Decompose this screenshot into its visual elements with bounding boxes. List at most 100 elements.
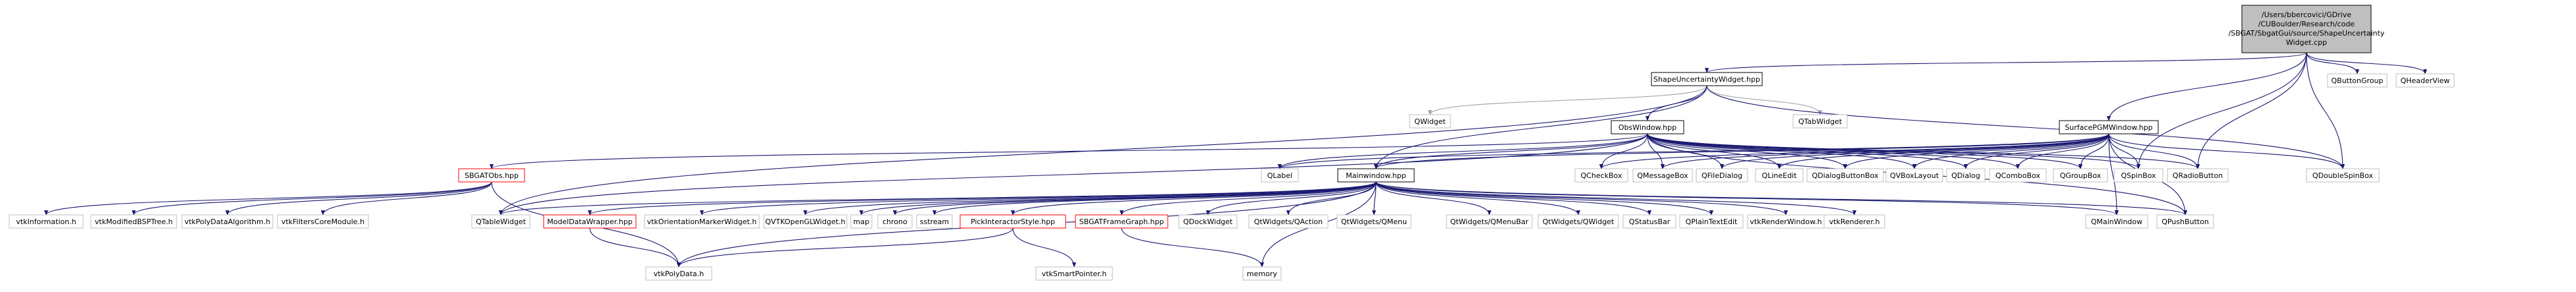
node-qtablewidget[interactable]: QTableWidget <box>471 214 530 229</box>
node-label: QMessageBox <box>1637 171 1688 180</box>
node-qradiobutton[interactable]: QRadioButton <box>2167 168 2229 183</box>
node-qvboxlayout[interactable]: QVBoxLayout <box>1885 168 1943 183</box>
node-label: QWidget <box>1414 117 1446 126</box>
node-vtksmartpointer[interactable]: vtkSmartPointer.h <box>1035 266 1113 281</box>
node-box <box>1336 214 1412 229</box>
node-qdockwidget[interactable]: QDockWidget <box>1178 214 1238 229</box>
node-surfacepgm[interactable]: SurfacePGMWindow.hpp <box>2059 120 2159 134</box>
node-label: vtkFiltersCoreModule.h <box>281 218 364 226</box>
node-box <box>1537 214 1619 229</box>
edge-root-to-qdoublespinbox <box>2306 52 2345 169</box>
node-box <box>2059 120 2159 134</box>
node-vtkorientation[interactable]: vtkOrientationMarkerWidget.h <box>644 214 760 229</box>
node-qmenu[interactable]: QtWidgets/QMenu <box>1336 214 1412 229</box>
node-label: vtkPolyData.h <box>654 270 704 278</box>
node-label: vtkRenderWindow.h <box>1750 218 1821 226</box>
edge-mainwindow-to-qplaintextedit <box>1375 181 1713 216</box>
node-vtkpolydataalg[interactable]: vtkPolyDataAlgorithm.h <box>181 214 273 229</box>
node-box <box>2053 168 2108 183</box>
node-modeldatawrapper[interactable]: ModelDataWrapper.hpp <box>543 214 637 229</box>
node-obswindow[interactable]: ObsWindow.hpp <box>1611 120 1684 134</box>
node-label: QtWidgets/QWidget <box>1543 218 1615 226</box>
node-box <box>763 214 847 229</box>
node-vtkrenderer[interactable]: vtkRenderer.h <box>1823 214 1885 229</box>
node-mainwindow[interactable]: Mainwindow.hpp <box>1337 168 1415 183</box>
node-qlineedit[interactable]: QLineEdit <box>1755 168 1804 183</box>
node-vtkmodifiedbsp[interactable]: vtkModifiedBSPTree.h <box>90 214 177 229</box>
edge-surfacepgm-to-qdialogbuttonbox <box>1843 133 2109 169</box>
node-vtkpolydata[interactable]: vtkPolyData.h <box>645 266 712 281</box>
node-qaction[interactable]: QtWidgets/QAction <box>1248 214 1329 229</box>
edge-surfacepgm-to-qmainwindow <box>2108 133 2119 216</box>
edge-surfacepgm-to-qdialog <box>1963 133 2109 169</box>
edge-pickinteractor-to-vtksmartpointer <box>1012 227 1077 268</box>
root-label-line: /SBGAT/SbgatGui/source/ShapeUncertainty <box>2229 29 2385 38</box>
node-qcombobox[interactable]: QComboBox <box>1989 168 2047 183</box>
node-sbgatframegraph[interactable]: SBGATFrameGraph.hpp <box>1075 214 1168 229</box>
node-qqwidget[interactable]: QtWidgets/QWidget <box>1537 214 1619 229</box>
node-label: QFileDialog <box>1702 171 1742 180</box>
node-qmainwindow[interactable]: QMainWindow <box>2085 214 2148 229</box>
edge-surfacepgm-to-qcheckbox <box>1599 133 2109 169</box>
node-memory[interactable]: memory <box>1242 266 1282 281</box>
edge-shape_hpp-to-qtabwidget <box>1706 85 1823 115</box>
node-qvtkopengl[interactable]: QVTKOpenGLWidget.h <box>763 214 847 229</box>
node-label: QRadioButton <box>2173 171 2223 180</box>
node-box <box>959 214 1066 229</box>
node-qtabwidget[interactable]: QTabWidget <box>1792 114 1848 129</box>
node-qdialog[interactable]: QDialog <box>1946 168 1986 183</box>
edge-root-to-qbuttongroup <box>2306 52 2360 74</box>
node-pickinteractor[interactable]: PickInteractorStyle.hpp <box>959 214 1066 229</box>
edge-sbgatframegraph-to-memory <box>1121 227 1265 268</box>
node-label: QStatusBar <box>1629 218 1671 226</box>
node-qwidget[interactable]: QWidget <box>1409 114 1451 129</box>
node-qfiledialog[interactable]: QFileDialog <box>1696 168 1748 183</box>
edge-mainwindow-to-qvtkopengl <box>803 181 1377 216</box>
node-label: QTableWidget <box>476 218 527 226</box>
node-box <box>1885 168 1943 183</box>
node-qmenubar[interactable]: QtWidgets/QMenuBar <box>1446 214 1533 229</box>
node-label: QtWidgets/QAction <box>1254 218 1323 226</box>
node-qbuttongroup[interactable]: QButtonGroup <box>2327 73 2388 88</box>
node-box <box>1806 168 1884 183</box>
node-label: QComboBox <box>1995 171 2040 180</box>
node-qgroupbox[interactable]: QGroupBox <box>2053 168 2108 183</box>
root-label-line: Widget.cpp <box>2286 38 2327 47</box>
node-label: SurfacePGMWindow.hpp <box>2065 123 2152 132</box>
node-shape_hpp[interactable]: ShapeUncertaintyWidget.hpp <box>1651 72 1763 86</box>
node-qdialogbuttonbox[interactable]: QDialogButtonBox <box>1806 168 1884 183</box>
edge-shape_hpp-to-qwidget <box>1428 85 1707 115</box>
node-sbgatobs[interactable]: SBGATObs.hpp <box>458 168 525 183</box>
node-label: PickInteractorStyle.hpp <box>971 218 1055 226</box>
node-vtkfilterscore[interactable]: vtkFiltersCoreModule.h <box>277 214 369 229</box>
edge-shape_hpp-to-qdoublespinbox <box>1706 85 2345 169</box>
node-label: QtWidgets/QMenu <box>1341 218 1407 226</box>
node-root[interactable]: /Users/bbercovici/GDrive/CUBoulder/Resea… <box>2229 5 2385 53</box>
node-label: QVBoxLayout <box>1890 171 1939 180</box>
node-label: QButtonGroup <box>2332 76 2384 85</box>
node-label: chrono <box>882 218 907 226</box>
node-qlabel[interactable]: QLabel <box>1261 168 1299 183</box>
node-qstatusbar[interactable]: QStatusBar <box>1622 214 1676 229</box>
node-box <box>181 214 273 229</box>
node-qcheckbox[interactable]: QCheckBox <box>1574 168 1628 183</box>
node-qheaderview[interactable]: QHeaderView <box>2395 73 2455 88</box>
node-qmessagebox[interactable]: QMessageBox <box>1632 168 1693 183</box>
node-qdoublespinbox[interactable]: QDoubleSpinBox <box>2306 168 2380 183</box>
node-label: QMainWindow <box>2091 218 2142 226</box>
node-qplaintextedit[interactable]: QPlainTextEdit <box>1679 214 1744 229</box>
node-sstream[interactable]: sstream <box>916 214 953 229</box>
node-label: QVTKOpenGLWidget.h <box>765 218 845 226</box>
node-label: QCheckBox <box>1581 171 1622 180</box>
node-label: vtkRenderer.h <box>1829 218 1880 226</box>
node-qpushbutton[interactable]: QPushButton <box>2156 214 2214 229</box>
node-qspinbox[interactable]: QSpinBox <box>2113 168 2163 183</box>
node-map[interactable]: map <box>850 214 873 229</box>
edge-mainwindow-to-qqwidget <box>1375 181 1581 216</box>
node-box <box>1035 266 1113 281</box>
node-vtkinformation[interactable]: vtkInformation.h <box>9 214 84 229</box>
node-vtkrenderwindow[interactable]: vtkRenderWindow.h <box>1747 214 1825 229</box>
node-chrono[interactable]: chrono <box>877 214 913 229</box>
node-label: QSpinBox <box>2121 171 2156 180</box>
edge-root-to-qspinbox <box>2136 52 2307 169</box>
